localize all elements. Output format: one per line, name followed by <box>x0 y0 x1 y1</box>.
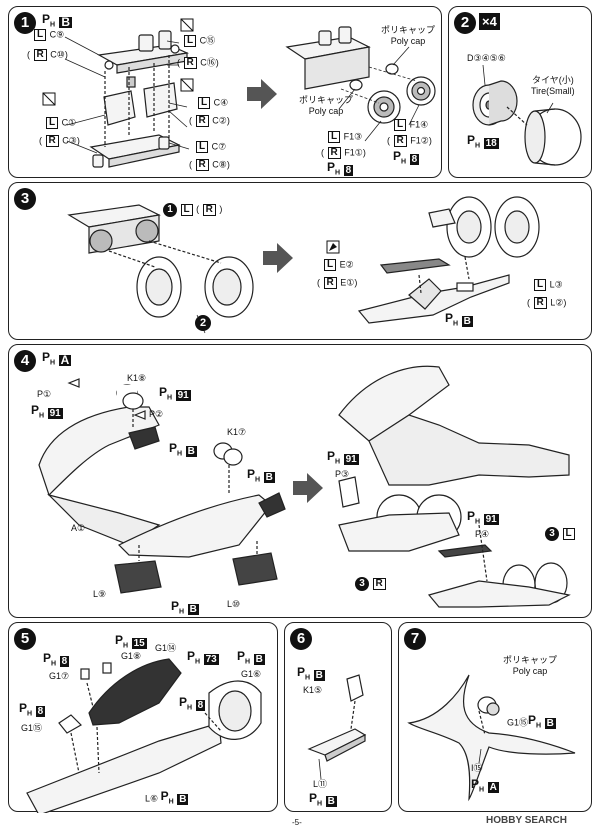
label-g18: G1⑧ <box>121 651 142 661</box>
arrow-right-icon <box>293 473 323 503</box>
step6-panel: 6 PH B K1⑤ L⑪ PH B <box>284 622 392 812</box>
label-ph-a-7: PH A <box>471 777 499 794</box>
label-p2: P② <box>149 409 164 419</box>
step4-drawing <box>38 365 571 608</box>
step2-number: 2 <box>454 12 476 34</box>
step3-number: 3 <box>14 188 36 210</box>
step7-number: 7 <box>404 628 426 650</box>
ph-mark: PH <box>42 12 56 29</box>
label-ph-b-2: PH B <box>247 467 275 484</box>
label-c2: ( R C②) <box>189 115 230 127</box>
step1-panel: 1 PH B <box>8 6 442 178</box>
label-ph-b-3: PH B <box>171 599 199 616</box>
label-g115-7: G1⑮PH B <box>507 713 556 730</box>
label-ph91-a: PH 91 <box>31 403 63 420</box>
label-ph-b-1: PH B <box>169 441 197 458</box>
label-c3: ( R C③) <box>39 135 80 147</box>
label-f13: L F1③ <box>327 131 362 143</box>
runner-letter: B <box>59 14 73 29</box>
step4-number: 4 <box>14 350 36 372</box>
step7-drawing <box>407 674 576 802</box>
label-g114: G1⑭ <box>155 643 177 653</box>
label-k15: K1⑤ <box>303 685 323 695</box>
step5-drawing <box>26 658 262 813</box>
label-ph8-left: PH 8 <box>327 160 354 177</box>
label-c7: L C⑦ <box>195 141 226 153</box>
label-ph-b-6a: PH B <box>297 665 325 682</box>
label-ph73: PH 73 <box>187 649 219 666</box>
label-f14: L F1④ <box>393 119 428 131</box>
step4-panel: 4 PH A <box>8 344 592 618</box>
label-i15: I⑮ <box>471 763 483 773</box>
label-c9: L C⑨ <box>33 29 64 41</box>
step3-ref-2: 2 <box>195 315 211 331</box>
label-l6: L⑥ PH B <box>145 789 189 806</box>
label-k17: K1⑦ <box>227 427 247 437</box>
step2-qty: ×4 <box>479 13 500 30</box>
label-ph8-mid: PH 8 <box>179 695 206 712</box>
step1-number: 1 <box>14 12 36 34</box>
label-l2: ( R L②) <box>527 297 567 309</box>
label-ph18: PH 18 <box>467 133 499 150</box>
label-c16: ( R C⑯) <box>177 57 219 69</box>
label-e1: ( R E①) <box>317 277 358 289</box>
label-c10: ( R C⑩) <box>27 49 68 61</box>
label-p3: P③ <box>335 469 350 479</box>
label-ph15: PH 15 <box>115 633 147 650</box>
label-ph-b: PH B <box>445 311 473 328</box>
step1-drawing <box>42 18 436 168</box>
step3-drawing <box>67 196 540 334</box>
tire-small-label: タイヤ(小)Tire(Small) <box>531 75 575 96</box>
label-ph8-left: PH 8 <box>19 701 46 718</box>
label-c1: L C① <box>45 117 76 129</box>
step5-number: 5 <box>14 628 36 650</box>
label-c8: ( R C⑧) <box>189 159 230 171</box>
label-f11: ( R F1①) <box>321 147 366 159</box>
label-p4: P④ <box>475 529 490 539</box>
label-g115: G1⑮ <box>21 723 43 733</box>
watermark-logo: HOBBY SEARCH <box>486 815 567 826</box>
step2-drawing <box>472 64 582 166</box>
step1-arrow-icon <box>247 79 277 109</box>
label-ph91-c: PH 91 <box>327 449 359 466</box>
label-p1: P① <box>37 389 52 399</box>
label-d3456: D③④⑤⑥ <box>467 53 506 63</box>
page-number: -5- <box>292 818 302 827</box>
label-ph8-top: PH 8 <box>43 651 70 668</box>
label-c15: L C⑮ <box>183 35 215 47</box>
step5-panel: 5 PH 15 PH 8 G1⑧ G1⑭ PH 73 PH B G1⑦ G1⑥ … <box>8 622 278 813</box>
label-ph91-d: PH 91 <box>467 509 499 526</box>
label-ph8-right: PH 8 <box>393 149 420 166</box>
step3-ref-1: 1 L ( R ) <box>163 203 222 217</box>
label-ph91-b: PH 91 <box>159 385 191 402</box>
step1-runner: PH B <box>42 12 73 30</box>
step2-panel: 2 ×4 D③④⑤⑥ タイヤ(小)Tire(Small) PH 18 <box>448 6 592 178</box>
label-f12: ( R F1②) <box>387 135 432 147</box>
label-l11: L⑪ <box>313 779 328 789</box>
label-l3: L L③ <box>533 279 563 291</box>
step3-panel: 3 <box>8 182 592 340</box>
label-a1: A① <box>71 523 86 533</box>
arrow-right-icon <box>263 243 293 273</box>
label-k18: K1⑧ <box>127 373 147 383</box>
label-ph-b-top: PH B <box>237 649 265 666</box>
label-g16: G1⑥ <box>241 669 262 679</box>
label-g17: G1⑦ <box>49 671 70 681</box>
label-ph-b-6b: PH B <box>309 791 337 808</box>
label-c4: L C④ <box>197 97 228 109</box>
label-3r: 3 R <box>355 577 387 591</box>
label-e2: L E② <box>323 259 354 271</box>
label-3l: 3 L <box>545 527 576 541</box>
step6-number: 6 <box>290 628 312 650</box>
step6-drawing <box>307 674 367 780</box>
label-l9: L⑨ <box>93 589 107 599</box>
label-l10: L⑩ <box>227 599 241 609</box>
step4-runner: PH A <box>42 350 72 367</box>
